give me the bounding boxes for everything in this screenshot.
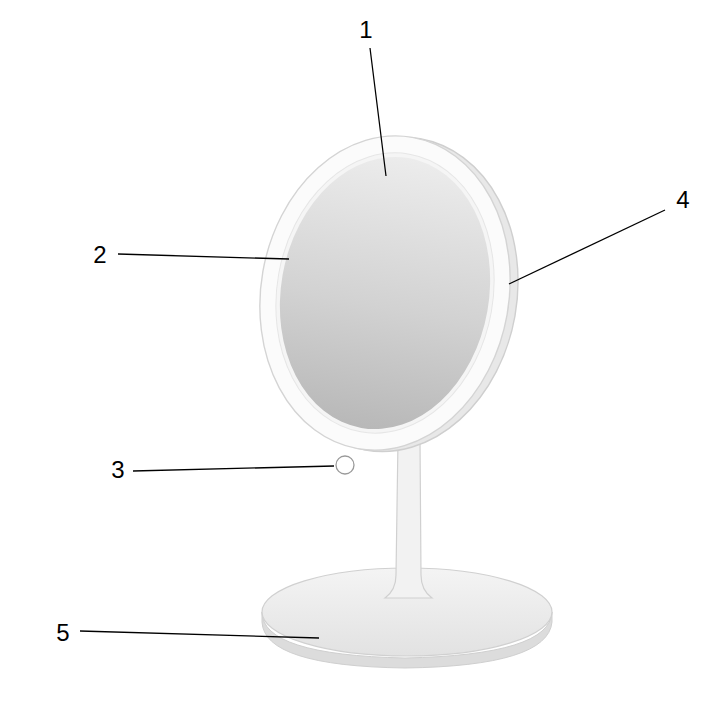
mirror-glass [259,140,511,446]
leader-lines [80,48,665,638]
touch-button [336,456,354,474]
mirror-stem [385,440,432,598]
callout-number: 1 [359,18,372,42]
leader-line [133,466,334,471]
callout-number: 4 [676,188,689,212]
callout-number: 5 [56,621,69,645]
leader-line [370,48,386,176]
callout-number: 2 [93,243,106,267]
leader-line [509,210,665,284]
leader-line [118,254,289,259]
callout-number: 3 [111,458,124,482]
ring-inner-edge [254,135,516,450]
leader-line [80,631,319,638]
